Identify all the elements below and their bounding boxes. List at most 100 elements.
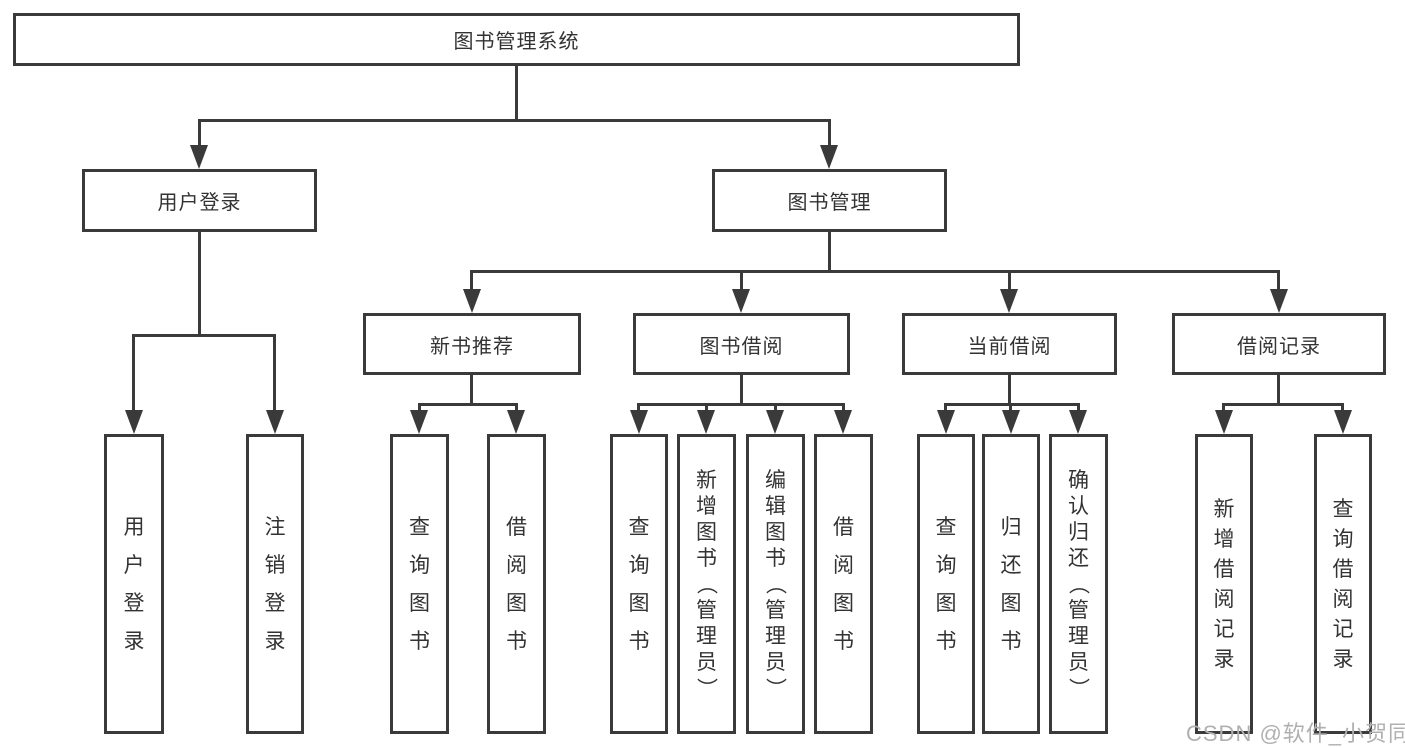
leaf-add-books-admin-label: 新增图书（管理员） — [680, 437, 733, 731]
vertical-char: 书 — [833, 629, 854, 653]
node-book-borrowing-label: 图书借阅 — [699, 335, 784, 358]
leaf-query-books-box-1: 查询图书 — [390, 434, 449, 734]
vertical-char: 询 — [409, 553, 430, 577]
connector-line — [1277, 375, 1280, 406]
leaf-query-books-label-1: 查询图书 — [393, 437, 446, 731]
connector-line — [273, 334, 276, 410]
vertical-char: 询 — [935, 553, 957, 577]
arrowhead-icon — [1069, 410, 1087, 434]
vertical-char: 还 — [1068, 546, 1089, 570]
vertical-char: 书 — [506, 629, 527, 653]
vertical-char: 图 — [1000, 591, 1022, 615]
vertical-char: 阅 — [1332, 587, 1354, 611]
vertical-char: 图 — [696, 520, 717, 544]
arrowhead-icon — [1000, 289, 1018, 313]
leaf-user-login-label: 用户登录 — [107, 437, 161, 731]
node-book-management-label: 图书管理 — [787, 192, 872, 214]
vertical-char: 登 — [264, 591, 286, 615]
vertical-char: 理 — [696, 624, 717, 648]
vertical-char: 登 — [123, 591, 145, 615]
connector-line — [1277, 270, 1280, 289]
vertical-char: 借 — [833, 515, 854, 539]
vertical-char: 询 — [1332, 527, 1354, 551]
connector-line — [132, 334, 135, 410]
connector-line — [828, 232, 831, 273]
leaf-return-books-label: 归还图书 — [985, 437, 1037, 731]
connector-line — [705, 403, 708, 410]
connector-line — [842, 403, 845, 410]
vertical-char: 新 — [1213, 497, 1235, 521]
vertical-char: 员 — [696, 650, 717, 674]
arrowhead-icon — [732, 289, 750, 313]
vertical-char: ） — [764, 677, 787, 699]
leaf-query-borrow-record-box: 查询借阅记录 — [1314, 434, 1372, 734]
leaf-return-books-box: 归还图书 — [982, 434, 1040, 734]
arrowhead-icon — [937, 410, 955, 434]
node-book-borrowing-box: 图书借阅 — [633, 313, 850, 375]
node-user-login-label: 用户登录 — [157, 192, 242, 214]
connector-line — [944, 403, 947, 410]
connector-line — [774, 403, 777, 410]
node-root-label: 图书管理系统 — [453, 31, 580, 53]
vertical-char: 销 — [264, 553, 286, 577]
vertical-char: 用 — [123, 515, 145, 539]
connector-line — [637, 403, 845, 406]
arrowhead-icon — [1002, 410, 1020, 434]
connector-line — [1008, 270, 1011, 289]
vertical-char: 图 — [506, 591, 527, 615]
leaf-borrow-books-box-2: 借阅图书 — [814, 434, 873, 734]
vertical-char: 管 — [765, 598, 786, 622]
arrowhead-icon — [1270, 289, 1288, 313]
vertical-char: 阅 — [833, 553, 854, 577]
leaf-borrow-books-label-1: 借阅图书 — [490, 437, 543, 731]
leaf-query-books-label-3: 查询图书 — [920, 437, 972, 731]
vertical-char: 增 — [1213, 527, 1235, 551]
node-borrowing-records-label: 借阅记录 — [1237, 335, 1321, 358]
arrowhead-icon — [410, 410, 428, 434]
vertical-char: 归 — [1068, 520, 1089, 544]
vertical-char: 认 — [1068, 494, 1089, 518]
vertical-char: （ — [695, 573, 718, 595]
vertical-char: 录 — [1213, 647, 1235, 671]
leaf-logout-box: 注销登录 — [246, 434, 304, 734]
connector-line — [828, 119, 831, 145]
arrowhead-icon — [766, 410, 784, 434]
connector-line — [740, 270, 743, 289]
vertical-char: 辑 — [765, 494, 786, 518]
csdn-watermark: CSDN @软件_小贺同学 — [1186, 721, 1405, 746]
connector-line — [198, 119, 831, 122]
vertical-char: 查 — [628, 515, 650, 539]
vertical-char: 书 — [696, 546, 717, 570]
node-root-box: 图书管理系统 — [13, 13, 1020, 66]
vertical-char: 图 — [935, 591, 957, 615]
vertical-char: 录 — [123, 629, 145, 653]
vertical-char: 借 — [506, 515, 527, 539]
connector-line — [944, 403, 1080, 406]
vertical-char: 注 — [264, 515, 286, 539]
vertical-char: 编 — [765, 468, 786, 492]
leaf-query-borrow-record-label: 查询借阅记录 — [1317, 437, 1369, 731]
vertical-char: 图 — [833, 591, 854, 615]
vertical-char: ） — [695, 677, 718, 699]
arrowhead-icon — [266, 410, 284, 434]
vertical-char: 员 — [765, 650, 786, 674]
leaf-query-books-label-2: 查询图书 — [613, 437, 665, 731]
vertical-char: 户 — [123, 553, 145, 577]
connector-line — [740, 375, 743, 406]
leaf-confirm-return-admin-box: 确认归还（管理员） — [1049, 434, 1108, 734]
node-new-book-recommendation-label: 新书推荐 — [430, 335, 514, 358]
node-borrowing-records-box: 借阅记录 — [1172, 313, 1386, 375]
vertical-char: 书 — [765, 546, 786, 570]
arrowhead-icon — [630, 410, 648, 434]
connector-line — [470, 375, 473, 406]
vertical-char: 确 — [1068, 468, 1089, 492]
vertical-char: 查 — [409, 515, 430, 539]
leaf-add-books-admin-box: 新增图书（管理员） — [677, 434, 736, 734]
vertical-char: 图 — [765, 520, 786, 544]
connector-line — [418, 403, 421, 410]
vertical-char: 阅 — [506, 553, 527, 577]
node-current-borrowing-label: 当前借阅 — [967, 335, 1052, 358]
arrowhead-icon — [1215, 410, 1233, 434]
vertical-char: 阅 — [1213, 587, 1235, 611]
